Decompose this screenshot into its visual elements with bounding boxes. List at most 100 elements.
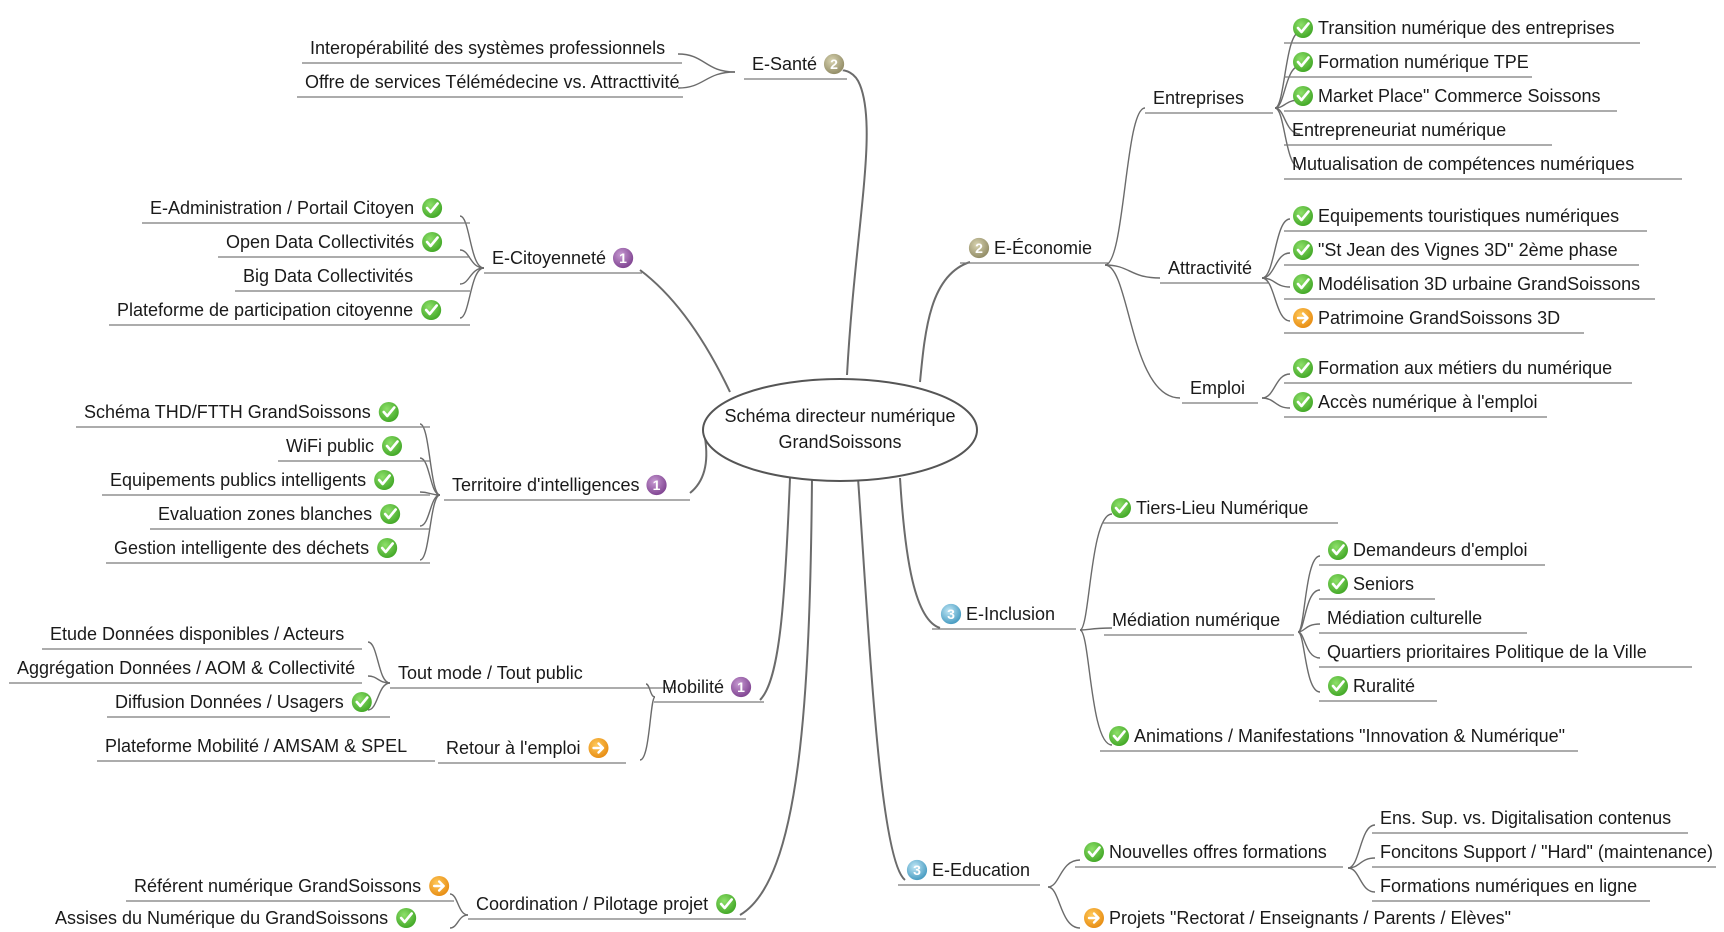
connector-e-sante: [839, 69, 868, 376]
arrow-right-icon: [429, 876, 450, 896]
topic-aggregation-donnees-aom-collectivite[interactable]: Aggrégation Données / AOM & Collectivité: [9, 658, 362, 684]
topic-patrimoine-grandsoissons-3d[interactable]: Patrimoine GrandSoissons 3D: [1284, 308, 1584, 334]
topic-mediation-numerique[interactable]: Médiation numérique: [1104, 610, 1294, 636]
topic-label: E-Économie: [994, 238, 1092, 258]
topic-label: Projets "Rectorat / Enseignants / Parent…: [1109, 908, 1511, 928]
topic-offre-de-services-telemedecine-vs-attracttivite[interactable]: Offre de services Télémédecine vs. Attra…: [297, 72, 683, 98]
branch-connector: [459, 249, 485, 269]
topic-mutualisation-de-competences-numeriques[interactable]: Mutualisation de compétences numériques: [1284, 154, 1682, 180]
topic-seniors[interactable]: Seniors: [1319, 574, 1435, 600]
branch-connector: [459, 267, 485, 319]
topic-wifi-public[interactable]: WiFi public: [278, 436, 430, 462]
topic-tout-mode-tout-public[interactable]: Tout mode / Tout public: [390, 663, 676, 689]
topic-tiers-lieu-numerique[interactable]: Tiers-Lieu Numérique: [1102, 498, 1338, 524]
topic-schema-thd-ftth-grandsoissons[interactable]: Schéma THD/FTTH GrandSoissons: [76, 402, 430, 428]
topic-projets-rectorat-enseignants-parents-eleves[interactable]: Projets "Rectorat / Enseignants / Parent…: [1075, 908, 1523, 932]
topic-big-data-collectivites[interactable]: Big Data Collectivités: [235, 266, 470, 292]
topic-e-education[interactable]: 3 E-Education: [898, 859, 1040, 886]
topic-label: E-Administration / Portail Citoyen: [150, 198, 414, 218]
topic-label: Plateforme Mobilité / AMSAM & SPEL: [105, 736, 407, 756]
branch-connector: [1104, 264, 1161, 279]
topic-entrepreneuriat-numerique[interactable]: Entrepreneuriat numérique: [1284, 120, 1552, 146]
topic-plateforme-de-participation-citoyenne[interactable]: Plateforme de participation citoyenne: [109, 300, 470, 326]
topic-label: E-Inclusion: [966, 604, 1055, 624]
central-topic[interactable]: Schéma directeur numérique GrandSoissons: [702, 378, 978, 482]
topic-formation-aux-metiers-du-numerique[interactable]: Formation aux métiers du numérique: [1284, 358, 1632, 384]
topic-equipements-publics-intelligents[interactable]: Equipements publics intelligents: [102, 470, 430, 496]
topic-label: Equipements publics intelligents: [110, 470, 366, 490]
topic-formation-numerique-tpe[interactable]: Formation numérique TPE: [1284, 52, 1532, 78]
topic-label: E-Education: [932, 860, 1030, 880]
check-icon: [382, 436, 403, 456]
check-icon: [1328, 540, 1348, 560]
topic-coordination-pilotage-projet[interactable]: Coordination / Pilotage projet: [468, 894, 746, 920]
branch-connector: [1297, 555, 1321, 633]
topic-modelisation-3d-urbaine-grandsoissons[interactable]: Modélisation 3D urbaine GrandSoissons: [1284, 274, 1655, 300]
topic-label: Gestion intelligente des déchets: [114, 538, 369, 558]
topic-ruralite[interactable]: Ruralité: [1319, 676, 1437, 702]
connector-e-education: [857, 477, 906, 881]
topic-transition-numerique-des-entreprises[interactable]: Transition numérique des entreprises: [1284, 18, 1640, 44]
topic-evaluation-zones-blanches[interactable]: Evaluation zones blanches: [150, 504, 430, 530]
priority-number: 3: [947, 606, 955, 622]
priority-number: 1: [619, 250, 627, 266]
topic-open-data-collectivites[interactable]: Open Data Collectivités: [218, 232, 470, 258]
topic-gestion-intelligente-des-dechets[interactable]: Gestion intelligente des déchets: [106, 538, 430, 564]
topic-e-economie[interactable]: 2 E-Économie: [960, 237, 1108, 264]
topic-foncitons-support-hard-maintenance[interactable]: Foncitons Support / "Hard" (maintenance): [1372, 842, 1716, 868]
check-icon: [1293, 240, 1313, 260]
topic-retour-a-l-emploi[interactable]: Retour à l'emploi: [438, 738, 626, 764]
topic-nouvelles-offres-formations[interactable]: Nouvelles offres formations: [1075, 842, 1343, 868]
priority-number: 2: [975, 240, 983, 256]
branch-connector: [1261, 277, 1291, 322]
check-icon: [374, 470, 395, 490]
topic-etude-donnees-disponibles-acteurs[interactable]: Etude Données disponibles / Acteurs: [42, 624, 362, 650]
connector-e-economie: [919, 261, 971, 383]
topic-referent-numerique-grandsoissons[interactable]: Référent numérique GrandSoissons: [126, 876, 454, 902]
branch-connector: [367, 682, 391, 711]
topic-st-jean-des-vignes-3d-2eme-phase[interactable]: "St Jean des Vignes 3D" 2ème phase: [1284, 240, 1639, 266]
topic-diffusion-donnees-usagers[interactable]: Diffusion Données / Usagers: [107, 692, 390, 718]
topic-equipements-touristiques-numeriques[interactable]: Equipements touristiques numériques: [1284, 206, 1647, 232]
topic-animations-manifestations-innovation-numerique[interactable]: Animations / Manifestations "Innovation …: [1100, 726, 1578, 752]
priority-number: 1: [653, 477, 661, 493]
topic-label: Market Place" Commerce Soissons: [1318, 86, 1600, 106]
branch-connector: [677, 53, 736, 73]
topic-formations-numeriques-en-ligne[interactable]: Formations numériques en ligne: [1372, 876, 1650, 902]
topic-label: Seniors: [1353, 574, 1414, 594]
topic-label: Foncitons Support / "Hard" (maintenance): [1380, 842, 1713, 862]
topic-ens-sup-vs-digitalisation-contenus[interactable]: Ens. Sup. vs. Digitalisation contenus: [1372, 808, 1688, 834]
branch-connector: [1274, 107, 1301, 169]
topic-label: Entrepreneuriat numérique: [1292, 120, 1506, 140]
branch-connector: [367, 641, 391, 684]
topic-plateforme-mobilite-amsam-spel[interactable]: Plateforme Mobilité / AMSAM & SPEL: [97, 736, 435, 762]
topic-interoperabilite-des-systemes-professionnels[interactable]: Interopérabilité des systèmes profession…: [302, 38, 682, 64]
topic-entreprises[interactable]: Entreprises: [1145, 88, 1273, 114]
topic-e-inclusion[interactable]: 3 E-Inclusion: [932, 603, 1076, 630]
topic-attractivite[interactable]: Attractivité: [1160, 258, 1268, 284]
priority-badge-icon: 2: [823, 53, 845, 75]
topic-quartiers-prioritaires-politique-de-la-ville[interactable]: Quartiers prioritaires Politique de la V…: [1319, 642, 1692, 668]
central-topic-line2: GrandSoissons: [778, 432, 901, 452]
topic-acces-numerique-a-l-emploi[interactable]: Accès numérique à l'emploi: [1284, 392, 1547, 418]
topic-emploi[interactable]: Emploi: [1182, 378, 1258, 404]
branch-connector: [677, 71, 736, 89]
check-icon: [1293, 358, 1313, 378]
topic-demandeurs-d-emploi[interactable]: Demandeurs d'emploi: [1319, 540, 1545, 566]
branch-connector: [459, 267, 485, 285]
topic-label: Emploi: [1190, 378, 1245, 398]
topic-label: Animations / Manifestations "Innovation …: [1134, 726, 1565, 746]
topic-e-administration-portail-citoyen[interactable]: E-Administration / Portail Citoyen: [142, 198, 470, 224]
topic-label: Mobilité: [662, 677, 724, 697]
check-icon: [422, 198, 443, 218]
topic-market-place-commerce-soissons[interactable]: Market Place" Commerce Soissons: [1284, 86, 1617, 112]
topic-mediation-culturelle[interactable]: Médiation culturelle: [1319, 608, 1527, 634]
priority-number: 3: [913, 862, 921, 878]
topic-assises-du-numerique-du-grandsoissons[interactable]: Assises du Numérique du GrandSoissons: [47, 908, 455, 932]
branch-connector: [1261, 252, 1291, 279]
